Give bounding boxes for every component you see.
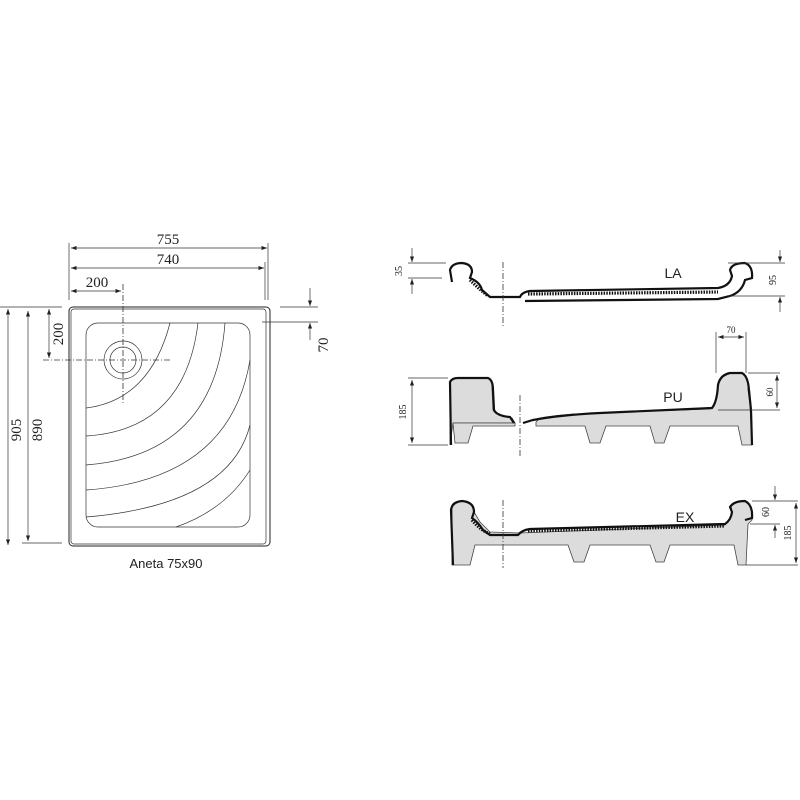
dim-inner-height: 890 [30,419,46,442]
dim-outer-width: 755 [157,232,180,248]
plan-view: 755 740 200 905 890 200 70 Aneta 75x90 [0,232,332,571]
la-dim-right: 95 [768,275,779,285]
dim-drain-x: 200 [86,275,109,291]
dim-rim: 70 [316,338,332,353]
ex-dim-right-a: 60 [761,507,772,517]
tray-basin [85,322,251,528]
dim-inner-width: 740 [157,252,180,268]
plan-caption: Aneta 75x90 [129,556,202,571]
pu-dim-right: 60 [765,387,775,397]
section-la: 35 95 LA [394,248,785,328]
ex-dim-right-b: 185 [783,526,794,541]
dim-outer-height: 905 [9,419,25,442]
section-pu: 185 70 60 PU [398,325,780,457]
la-label: LA [664,265,682,281]
la-dim-left: 35 [394,266,405,276]
dim-drain-y: 200 [51,323,67,346]
tray-outer-rim [70,308,267,545]
pu-label: PU [663,389,682,405]
basin-ridges [85,322,251,528]
section-ex: 60 185 EX [449,486,799,568]
ex-label: EX [676,509,695,525]
pu-dim-left: 185 [398,405,409,420]
tray-outer-edge [68,306,271,547]
pu-dim-top: 70 [727,325,737,335]
